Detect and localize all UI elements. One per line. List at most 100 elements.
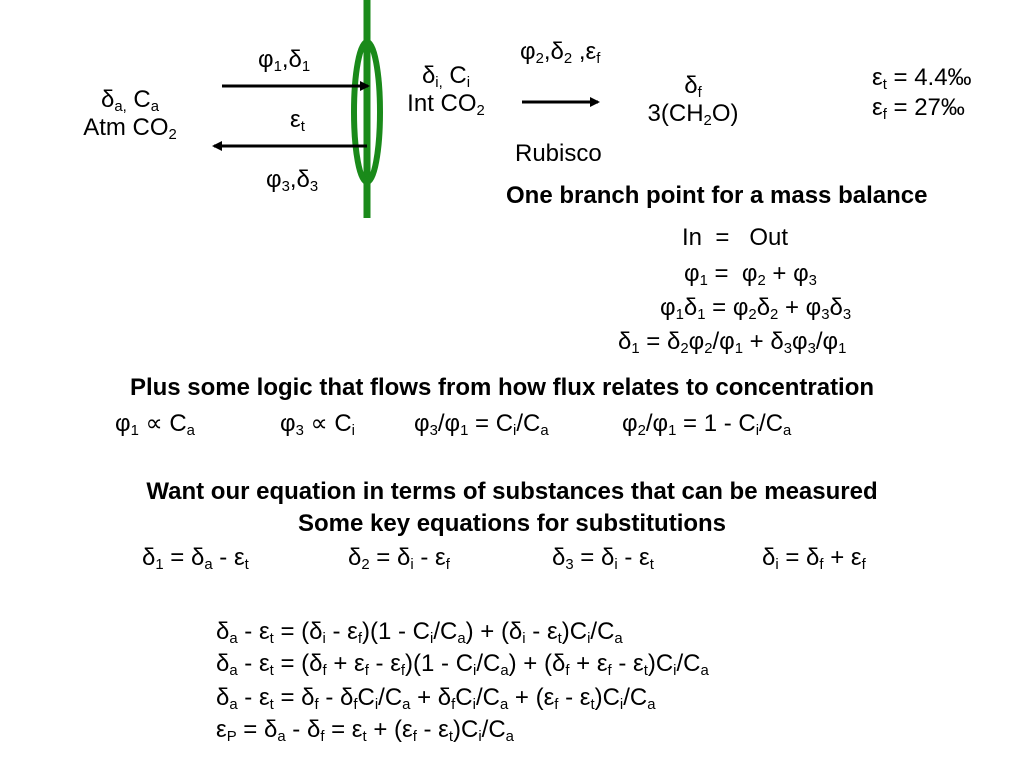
measure-heading-1: Want our equation in terms of substances…: [146, 478, 878, 505]
equation-text: /C: [759, 410, 784, 437]
equation-subscript: i: [472, 697, 476, 714]
substitution-2: δ2 = δi - εf: [348, 544, 450, 574]
equation-text: δ: [756, 294, 771, 321]
mass-balance-line4: δ1 = δ2φ2/φ1 + δ3φ3/φ1: [618, 328, 847, 358]
equation-text: )C: [594, 684, 620, 711]
equation-subscript: t: [269, 697, 274, 714]
equation-subscript: 3: [295, 423, 304, 440]
equation-text: - ε: [237, 618, 270, 645]
equation-subscript: 3: [429, 423, 438, 440]
equation-subscript: i: [430, 631, 434, 648]
equation-text: )(1 - C: [405, 650, 474, 677]
equation-subscript: t: [643, 663, 648, 680]
equation-text: - ε: [611, 650, 644, 677]
equation-subscript: a: [402, 697, 411, 714]
equation-text: )C: [453, 716, 479, 743]
equation-subscript: 1: [668, 423, 677, 440]
equation-text: )C: [561, 618, 588, 645]
equation-subscript: a: [457, 631, 466, 648]
equation-text: - ε: [617, 544, 650, 571]
equation-text: /φ: [645, 410, 669, 437]
equation-text: δ: [216, 684, 230, 711]
equation-subscript: t: [269, 631, 274, 648]
equation-text: - ε: [325, 618, 358, 645]
equation-text: - ε: [416, 716, 449, 743]
equation-text: φ: [684, 260, 700, 287]
equation-subscript: f: [400, 663, 406, 680]
equation-subscript: 1: [460, 423, 469, 440]
mass-balance-line2: φ1 = φ2 + φ3: [684, 260, 817, 290]
equation-text: δ: [142, 544, 156, 571]
equation-subscript: f: [353, 697, 358, 714]
equation-subscript: t: [590, 697, 595, 714]
equation-subscript: 3: [565, 557, 574, 574]
equation-text: + φ: [765, 260, 809, 287]
equation-subscript: f: [565, 663, 570, 680]
equation-subscript: a: [540, 423, 549, 440]
equation-subscript: 2: [748, 307, 757, 324]
equation-text: = δ: [273, 684, 315, 711]
equation-subscript: i: [587, 631, 591, 648]
equation-text: /C: [475, 684, 500, 711]
equation-text: /C: [516, 410, 541, 437]
derivation-line-1: δa - εt = (δi - εf)(1 - Ci/Ca) + (δi - ε…: [216, 618, 623, 648]
mass-balance-line3: φ1δ1 = φ2δ2 + φ3δ3: [660, 294, 851, 324]
equation-subscript: f: [314, 697, 319, 714]
equation-subscript: a: [647, 697, 656, 714]
equation-subscript: 1: [697, 307, 706, 324]
measure-heading-2: Some key equations for substitutions: [297, 510, 727, 537]
equation-text: + δ: [410, 684, 452, 711]
equation-subscript: 3: [808, 273, 817, 290]
equation-text: )C: [647, 650, 674, 677]
equation-text: φ: [660, 294, 676, 321]
substitution-4: δi = δf + εf: [762, 544, 866, 574]
equation-text: - δ: [318, 684, 354, 711]
equation-text: = φ: [705, 294, 749, 321]
equation-subscript: f: [861, 557, 866, 574]
equation-text: /C: [623, 684, 648, 711]
equation-text: = ε: [324, 716, 363, 743]
equation-subscript: 2: [361, 557, 370, 574]
equation-text: + ε: [326, 650, 365, 677]
equation-text: ∝ C: [138, 410, 187, 437]
equation-subscript: i: [473, 663, 477, 680]
equation-subscript: t: [448, 729, 454, 746]
mass-balance-line1: In = Out: [682, 224, 789, 251]
equation-text: C: [455, 684, 473, 711]
equation-subscript: 1: [838, 341, 847, 358]
equation-text: = φ: [707, 260, 758, 287]
equation-text: = δ: [639, 328, 681, 355]
equation-text: δ: [683, 294, 698, 321]
equation-subscript: 1: [734, 341, 743, 358]
equation-subscript: i: [513, 423, 517, 440]
equation-text: δ: [618, 328, 632, 355]
equation-subscript: i: [322, 631, 326, 648]
int-co2-label: δi, Ci Int CO2: [407, 62, 485, 120]
equation-text: φ: [115, 410, 131, 437]
equation-subscript: a: [229, 663, 238, 680]
derivation-line-4: εP = δa - δf = εt + (εf - εt)Ci/Ca: [216, 716, 514, 746]
equation-text: - ε: [212, 544, 245, 571]
equation-subscript: t: [269, 663, 274, 680]
equation-text: δ: [552, 544, 566, 571]
equation-text: - ε: [413, 544, 446, 571]
equation-subscript: f: [322, 663, 327, 680]
equation-subscript: a: [783, 423, 792, 440]
equation-subscript: 1: [130, 423, 139, 440]
equation-text: ) + (δ: [465, 618, 523, 645]
equation-text: /C: [433, 618, 458, 645]
equation-subscript: i: [619, 697, 624, 714]
equation-text: /C: [378, 684, 403, 711]
equation-text: φ: [280, 410, 296, 437]
phi2-delta2-epsf-label: φ2,δ2 ,εf: [520, 38, 601, 68]
equation-subscript: a: [499, 697, 509, 714]
equation-subscript: 2: [757, 273, 766, 290]
equation-subscript: a: [229, 697, 238, 714]
equation-subscript: t: [244, 557, 249, 574]
equation-subscript: a: [204, 557, 213, 574]
logic-heading: Plus some logic that flows from how flux…: [129, 374, 875, 401]
eps-f-value: εf = 27‰: [872, 94, 965, 124]
equation-text: δ: [216, 650, 230, 677]
logic-item-3: φ3/φ1 = Ci/Ca: [414, 410, 549, 440]
equation-subscript: f: [364, 663, 369, 680]
